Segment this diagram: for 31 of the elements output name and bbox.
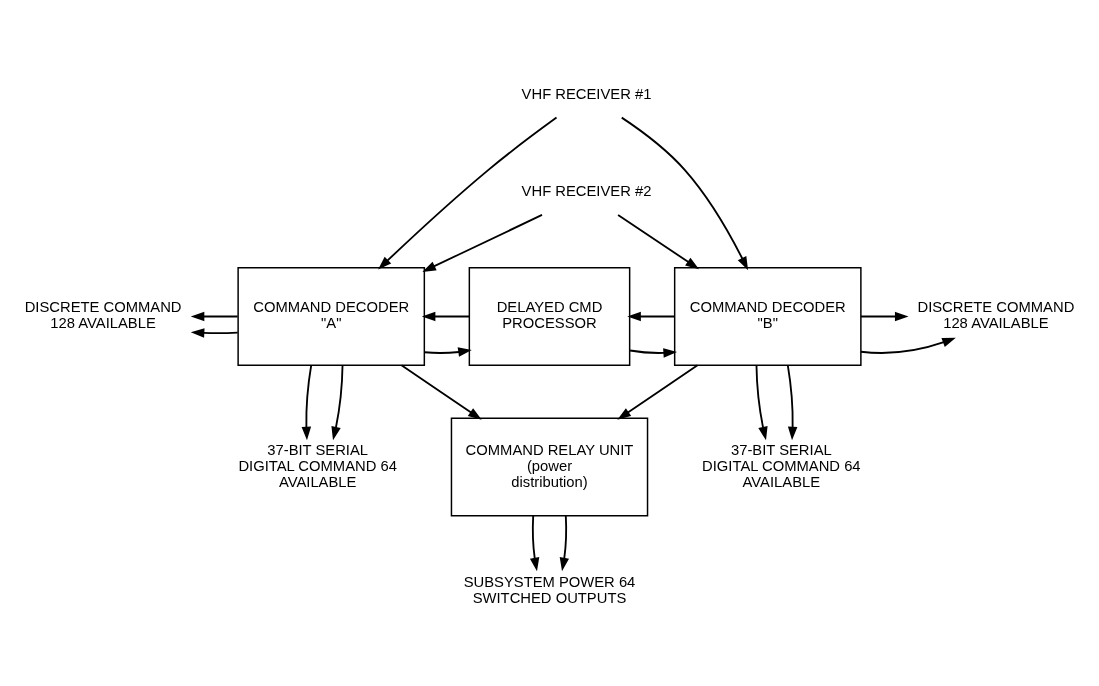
node-text: SUBSYSTEM POWER 64 SWITCHED OUTPUTS <box>463 573 636 606</box>
arrow <box>423 347 472 357</box>
arrow <box>190 311 239 322</box>
node-box: COMMAND DECODER "A" <box>237 267 426 366</box>
node-text: DISCRETE COMMAND 128 AVAILABLE <box>24 299 182 332</box>
arrow <box>617 364 699 420</box>
arrow <box>422 214 543 272</box>
arrow <box>301 364 313 441</box>
arrow <box>627 311 676 322</box>
node-box: COMMAND DECODER "B" <box>673 267 862 366</box>
arrow <box>529 514 540 572</box>
node-box: DELAYED CMD PROCESSOR <box>468 267 631 366</box>
arrow <box>629 348 677 358</box>
node-text: DISCRETE COMMAND 128 AVAILABLE <box>917 299 1075 332</box>
arrow <box>755 364 768 441</box>
node-text: VHF RECEIVER #1 <box>521 85 652 102</box>
arrow <box>859 311 909 322</box>
arrow <box>378 116 558 270</box>
arrow <box>400 364 482 420</box>
arrow <box>786 364 798 441</box>
arrow <box>859 337 956 354</box>
node-box: COMMAND RELAY UNIT (power distribution) <box>450 417 649 517</box>
node-text: 37-BIT SERIAL DIGITAL COMMAND 64 AVAILABLE <box>702 441 861 490</box>
arrow <box>331 364 344 441</box>
arrow <box>617 214 700 270</box>
arrow <box>559 514 570 572</box>
node-text: 37-BIT SERIAL DIGITAL COMMAND 64 AVAILABLE <box>238 441 397 490</box>
arrow <box>421 311 470 322</box>
arrow <box>190 328 239 338</box>
node-text: VHF RECEIVER #2 <box>521 183 652 200</box>
arrow <box>620 116 749 271</box>
